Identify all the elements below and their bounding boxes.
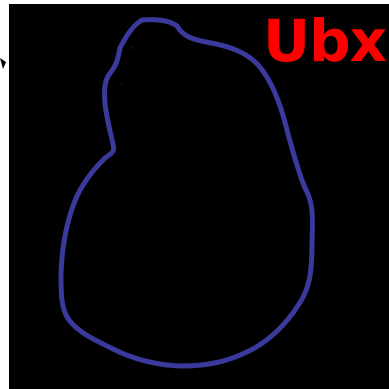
speckle: [131, 71, 133, 73]
speckle: [121, 83, 123, 85]
micrograph-panel: Ubx: [9, 4, 389, 389]
gene-label: Ubx: [263, 12, 386, 70]
edge-mark: [0, 56, 7, 70]
speckle: [132, 47, 134, 49]
